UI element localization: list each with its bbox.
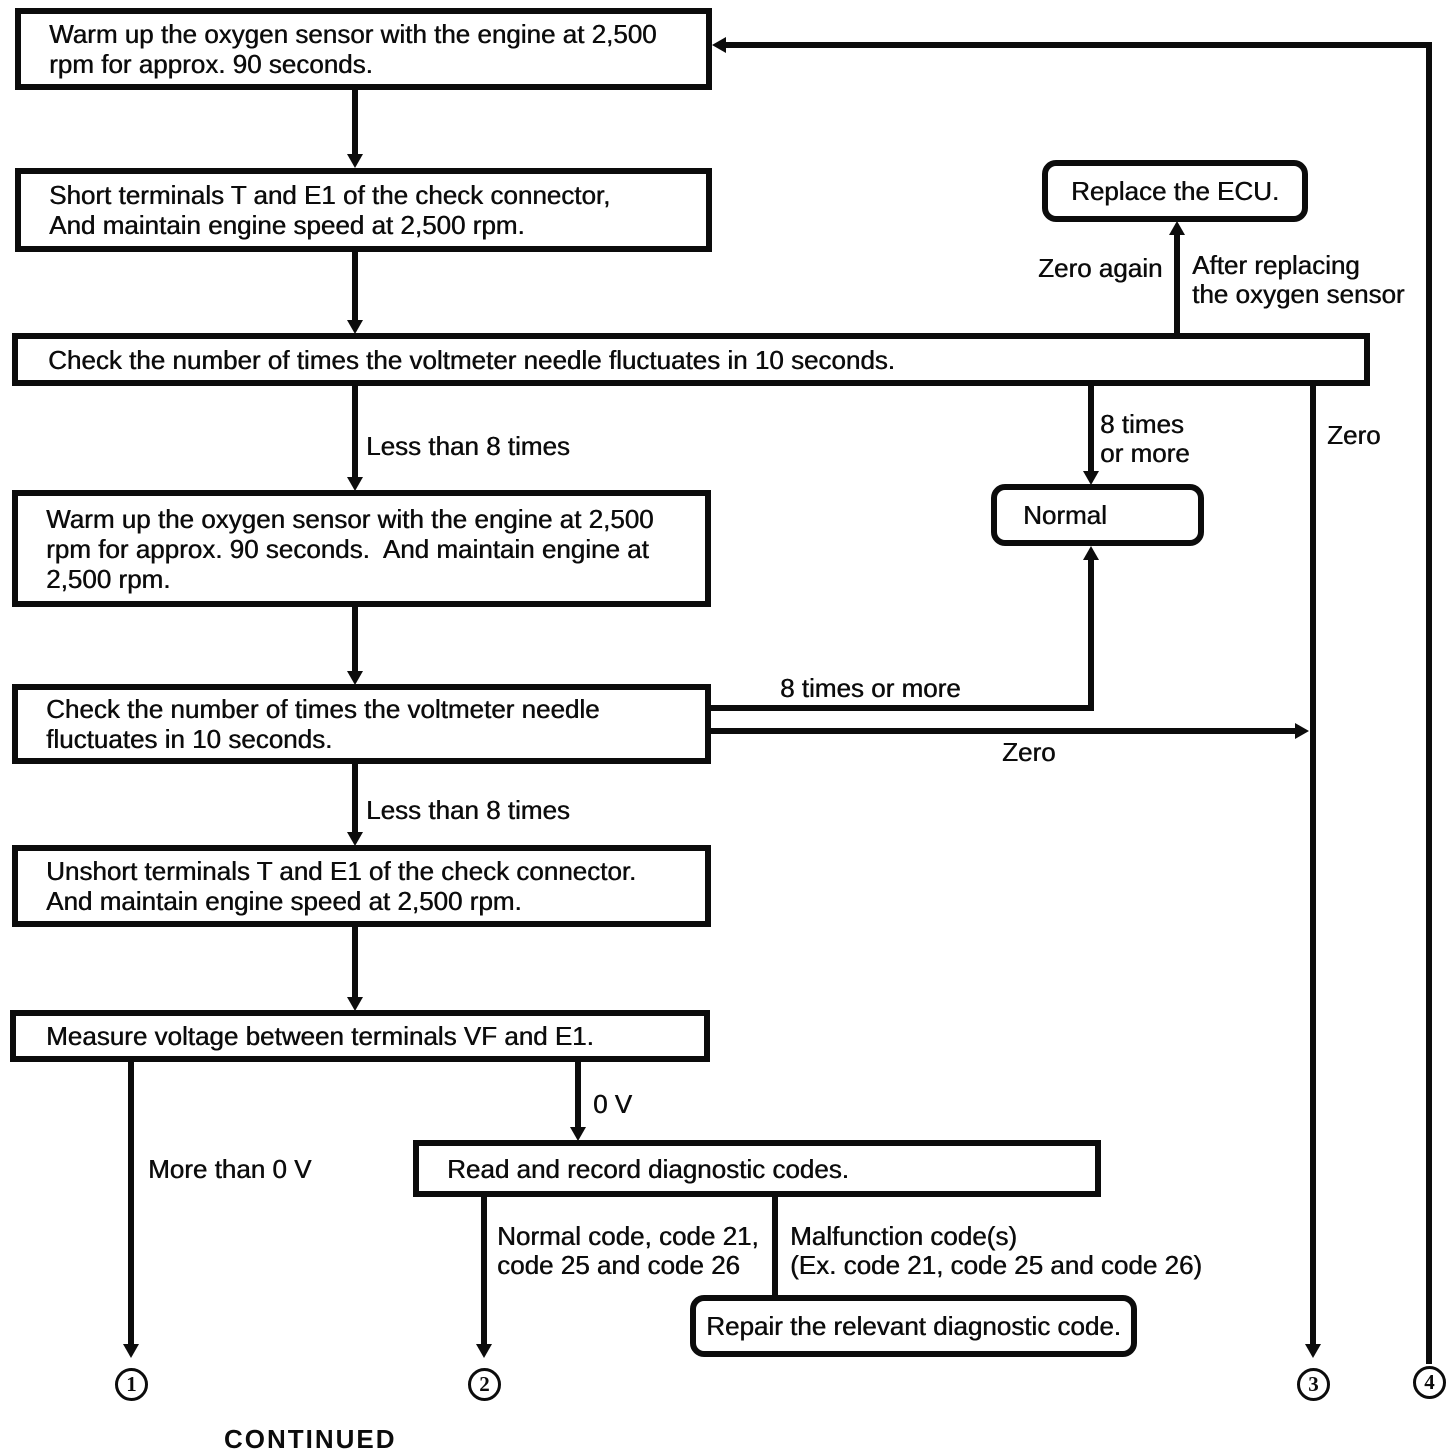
label-normal-codes: Normal code, code 21, code 25 and code 2… <box>497 1221 759 1280</box>
arrowhead-down <box>347 154 363 168</box>
arrowhead-down <box>476 1344 492 1358</box>
arrowhead-down <box>347 997 363 1011</box>
node-repair-code: Repair the relevant diagnostic code. <box>690 1295 1137 1357</box>
arrowhead-down <box>123 1344 139 1358</box>
flow-line-measure-0v <box>575 1062 581 1127</box>
label-after-replacing: After replacing the oxygen sensor <box>1192 250 1405 309</box>
arrowhead-down <box>570 1127 586 1141</box>
arrowhead-down <box>347 832 363 846</box>
flow-line-check2-8times <box>706 705 1094 711</box>
flow-line-check1-to-ecu <box>1174 234 1180 333</box>
arrowhead-right <box>1295 723 1309 739</box>
arrowhead-down <box>347 477 363 491</box>
flow-line-read-normalcode <box>481 1197 487 1344</box>
label-less-than-8-a: Less than 8 times <box>366 431 570 461</box>
node-warmup-2: Warm up the oxygen sensor with the engin… <box>12 490 711 607</box>
arrowhead-up <box>1083 546 1099 560</box>
node-check-fluctuations-2: Check the number of times the voltmeter … <box>12 684 711 764</box>
node-measure-voltage: Measure voltage between terminals VF and… <box>10 1010 710 1062</box>
node-replace-ecu: Replace the ECU. <box>1042 160 1308 222</box>
node-warmup-1: Warm up the oxygen sensor with the engin… <box>15 8 712 90</box>
connector-circle-2: 2 <box>468 1368 501 1401</box>
continued-label: CONTINUED <box>224 1424 397 1454</box>
arrowhead-left <box>712 37 726 53</box>
node-unshort-terminals: Unshort terminals T and E1 of the check … <box>12 845 711 927</box>
arrowhead-down <box>347 320 363 334</box>
label-zero-mid: Zero <box>1002 737 1056 767</box>
label-8-times-or-more-stacked: 8 times or more <box>1100 409 1190 468</box>
arrowhead-down <box>1083 471 1099 485</box>
flow-line-check2-to-unshort <box>352 764 358 832</box>
flow-line-check2-zero <box>706 728 1296 734</box>
connector-circle-4: 4 <box>1413 1366 1446 1399</box>
node-read-codes: Read and record diagnostic codes. <box>413 1140 1101 1197</box>
flow-line-read-malfunction <box>772 1197 778 1295</box>
flow-line-unshort-to-measure <box>352 927 358 997</box>
flow-line-return-rail <box>1426 42 1432 1364</box>
arrowhead-down <box>1305 1344 1321 1358</box>
flow-line-warmup2-to-check2 <box>352 607 358 671</box>
label-more-than-0v: More than 0 V <box>148 1154 312 1184</box>
connector-circle-3: 3 <box>1297 1368 1330 1401</box>
node-normal: Normal <box>991 484 1204 546</box>
flow-line-warmup1-to-short <box>352 90 358 154</box>
arrowhead-up <box>1169 221 1185 235</box>
flow-line-short-to-check1 <box>352 252 358 320</box>
connector-circle-1: 1 <box>115 1368 148 1401</box>
label-0v: 0 V <box>593 1089 633 1119</box>
label-zero-top: Zero <box>1327 420 1381 450</box>
arrowhead-down <box>347 671 363 685</box>
label-malfunction-codes: Malfunction code(s) (Ex. code 21, code 2… <box>790 1221 1202 1280</box>
label-less-than-8-b: Less than 8 times <box>366 795 570 825</box>
flow-line-check2-to-normal <box>1088 559 1094 711</box>
flow-line-measure-more0v <box>128 1062 134 1344</box>
flow-line-check1-zero-rail <box>1310 386 1316 1344</box>
flow-line-check1-to-normal <box>1088 386 1094 471</box>
node-short-terminals: Short terminals T and E1 of the check co… <box>15 168 712 252</box>
flow-line-return-top <box>723 42 1432 48</box>
label-8-times-or-more: 8 times or more <box>780 673 961 703</box>
flow-line-check1-to-warmup2 <box>352 386 358 477</box>
label-zero-again: Zero again <box>1038 253 1163 283</box>
node-check-fluctuations-1: Check the number of times the voltmeter … <box>12 333 1370 386</box>
